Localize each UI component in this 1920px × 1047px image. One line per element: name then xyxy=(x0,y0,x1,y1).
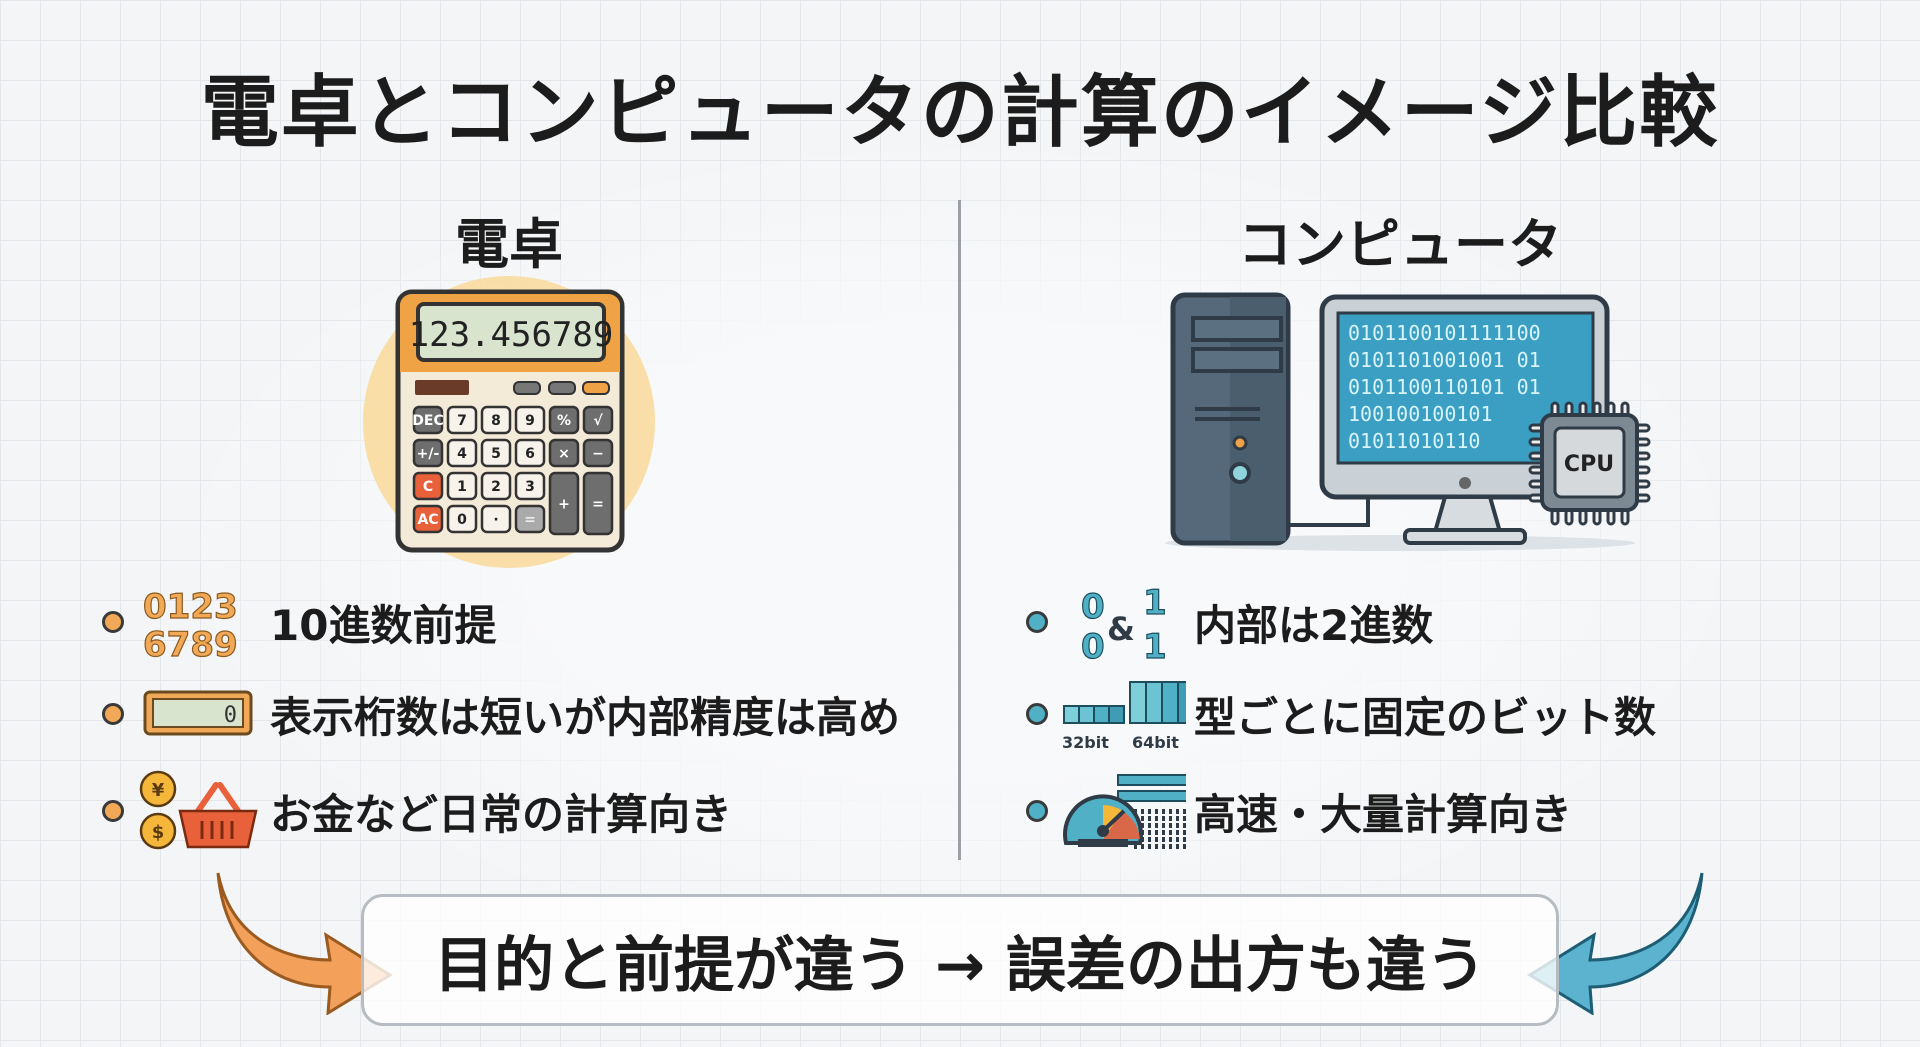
calculator-key xyxy=(582,405,614,435)
digits-icon: 0123 6789 xyxy=(134,582,262,662)
calculator-key-label: 0 xyxy=(457,512,467,528)
binary-line: 100100100101 xyxy=(1348,402,1493,426)
bullet-dot xyxy=(1026,800,1048,822)
bullet-label: 内部は2進数 xyxy=(1194,600,1434,650)
display-zero: 0 xyxy=(224,703,237,728)
calculator-key xyxy=(480,405,512,435)
one-top: 1 xyxy=(1143,583,1167,623)
display-icon: 0 xyxy=(134,674,262,754)
bullet-dot xyxy=(102,611,124,633)
calculator-illustration: 123.456789 DEC 7 8 9% √ +/- 4 5 6 × − C 1 2 3 + = AC 0 · = xyxy=(363,276,655,568)
bullet-label: 高速・大量計算向き xyxy=(1194,789,1573,839)
calculator-key-label: 9 xyxy=(525,413,535,429)
calculator-key-label: · xyxy=(493,512,498,528)
bullet-dot xyxy=(1026,703,1048,725)
calculator-key-label: + xyxy=(558,497,570,513)
calculator-key-label: − xyxy=(592,446,604,462)
calculator-bullet-decimal: 0123 6789 10進数前提 xyxy=(102,582,496,662)
calculator-key xyxy=(446,471,478,501)
calculator-key xyxy=(412,471,444,501)
calculator-key xyxy=(582,438,614,468)
computer-heading: コンピュータ xyxy=(1238,213,1562,276)
bullet-dot xyxy=(102,703,124,725)
calculator-key xyxy=(480,471,512,501)
calculator-key-label: 3 xyxy=(525,479,535,495)
calculator-key-label: × xyxy=(558,446,570,462)
binary-lines: 0101100101111100 0101101001001 01 010110… xyxy=(1348,321,1541,453)
calculator-key-label: 7 xyxy=(457,413,467,429)
calculator-key-label: 1 xyxy=(457,479,467,495)
bullet-label: お金など日常の計算向き xyxy=(270,789,733,839)
bullet-dot xyxy=(102,800,124,822)
dollar-coin: $ xyxy=(152,822,165,843)
calculator-key xyxy=(548,438,580,468)
calculator-key xyxy=(412,504,444,534)
computer-bullet-speed: 高速・大量計算向き xyxy=(1026,771,1572,851)
calculator-heading: 電卓 xyxy=(455,213,563,276)
calculator-key xyxy=(446,504,478,534)
calculator-key xyxy=(514,471,546,501)
bullet-label: 型ごとに固定のビット数 xyxy=(1194,692,1657,742)
zero-bottom: 0 xyxy=(1081,627,1105,664)
binary-line: 01011010110 xyxy=(1348,429,1480,453)
computer-bullet-binary: 0 0 & 1 1 内部は2進数 xyxy=(1026,582,1434,664)
bullet-label: 表示桁数は短いが内部精度は高め xyxy=(270,692,901,742)
computer-bullet-bits: 32bit 64bit 型ごとに固定のビット数 xyxy=(1026,674,1656,754)
yen-coin: ¥ xyxy=(152,780,165,801)
bullet-dot xyxy=(1026,611,1048,633)
calculator-bullet-money: ¥ $ お金など日常の計算向き xyxy=(102,770,733,851)
label-64bit: 64bit xyxy=(1132,733,1179,752)
calculator-key xyxy=(446,405,478,435)
bullet-label: 10進数前提 xyxy=(270,600,497,650)
divider xyxy=(958,200,961,860)
calculator-key-label: = xyxy=(524,512,536,528)
calculator-key-label: √ xyxy=(593,413,603,429)
zero-top: 0 xyxy=(1081,587,1105,627)
binary-line: 0101100101111100 xyxy=(1348,321,1541,345)
calculator-key-label: 8 xyxy=(491,413,501,429)
computer-illustration: 0101100101111100 0101101001001 01 010110… xyxy=(1165,292,1651,551)
one-bottom: 1 xyxy=(1143,627,1167,664)
bit-width-icon: 32bit 64bit xyxy=(1058,674,1186,754)
calculator-key-label: 4 xyxy=(457,446,467,462)
calculator-key xyxy=(412,405,444,435)
calculator-key-label: C xyxy=(423,479,433,495)
calculator-key xyxy=(514,405,546,435)
calculator-bullet-precision: 0 表示桁数は短いが内部精度は高め xyxy=(102,674,900,754)
binary-digits-icon: 0 0 & 1 1 xyxy=(1058,582,1186,664)
calculator-key-label: AC xyxy=(417,512,438,528)
calculator-key-label: = xyxy=(592,497,604,513)
calculator-key xyxy=(446,438,478,468)
ampersand: & xyxy=(1107,610,1135,648)
calculator-key-label: 6 xyxy=(525,446,535,462)
calculator-key-label: DEC xyxy=(412,413,443,429)
calculator-key xyxy=(548,471,580,536)
label-32bit: 32bit xyxy=(1062,733,1109,752)
calculator-key xyxy=(412,438,444,468)
calculator-key xyxy=(548,405,580,435)
calculator-key xyxy=(480,504,512,534)
page-title: 電卓とコンピュータの計算のイメージ比較 xyxy=(200,68,1720,158)
calculator-key-label: +/- xyxy=(417,446,440,462)
money-basket-icon: ¥ $ xyxy=(134,770,262,851)
digits-bottom: 6789 xyxy=(143,625,238,660)
binary-line: 0101101001001 01 xyxy=(1348,348,1541,372)
binary-line: 0101100110101 01 xyxy=(1348,375,1541,399)
calculator-key xyxy=(514,504,546,534)
calculator-key xyxy=(480,438,512,468)
speedometer-icon xyxy=(1058,771,1186,851)
cpu-label: CPU xyxy=(1564,452,1614,477)
calculator-key-label: 2 xyxy=(491,479,501,495)
calculator-key-label: % xyxy=(557,413,571,429)
calculator-key-label: 5 xyxy=(491,446,501,462)
digits-top: 0123 xyxy=(143,587,238,627)
calculator-key xyxy=(582,471,614,536)
calculator-key xyxy=(514,438,546,468)
calculator-display: 123.456789 xyxy=(409,315,614,355)
summary-box: 目的と前提が違う → 誤差の出方も違う xyxy=(361,894,1559,1026)
